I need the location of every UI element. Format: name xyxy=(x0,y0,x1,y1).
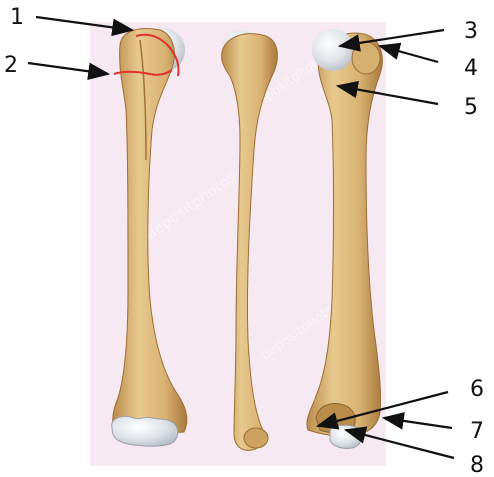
label-3: 3 xyxy=(464,19,478,44)
label-5: 5 xyxy=(464,95,478,120)
trochlea-right xyxy=(330,425,361,448)
label-8: 8 xyxy=(470,453,484,477)
label-4: 4 xyxy=(464,56,478,81)
humeral-head-cartilage xyxy=(312,29,354,71)
label-7: 7 xyxy=(470,419,484,444)
trochlea-left xyxy=(112,416,178,446)
arrow-7 xyxy=(384,418,452,428)
label-1: 1 xyxy=(10,5,24,30)
label-2: 2 xyxy=(4,53,18,78)
arrow-4 xyxy=(380,46,438,62)
label-6: 6 xyxy=(470,377,484,402)
capitulum-middle xyxy=(244,428,268,448)
greater-tubercle xyxy=(352,42,380,74)
